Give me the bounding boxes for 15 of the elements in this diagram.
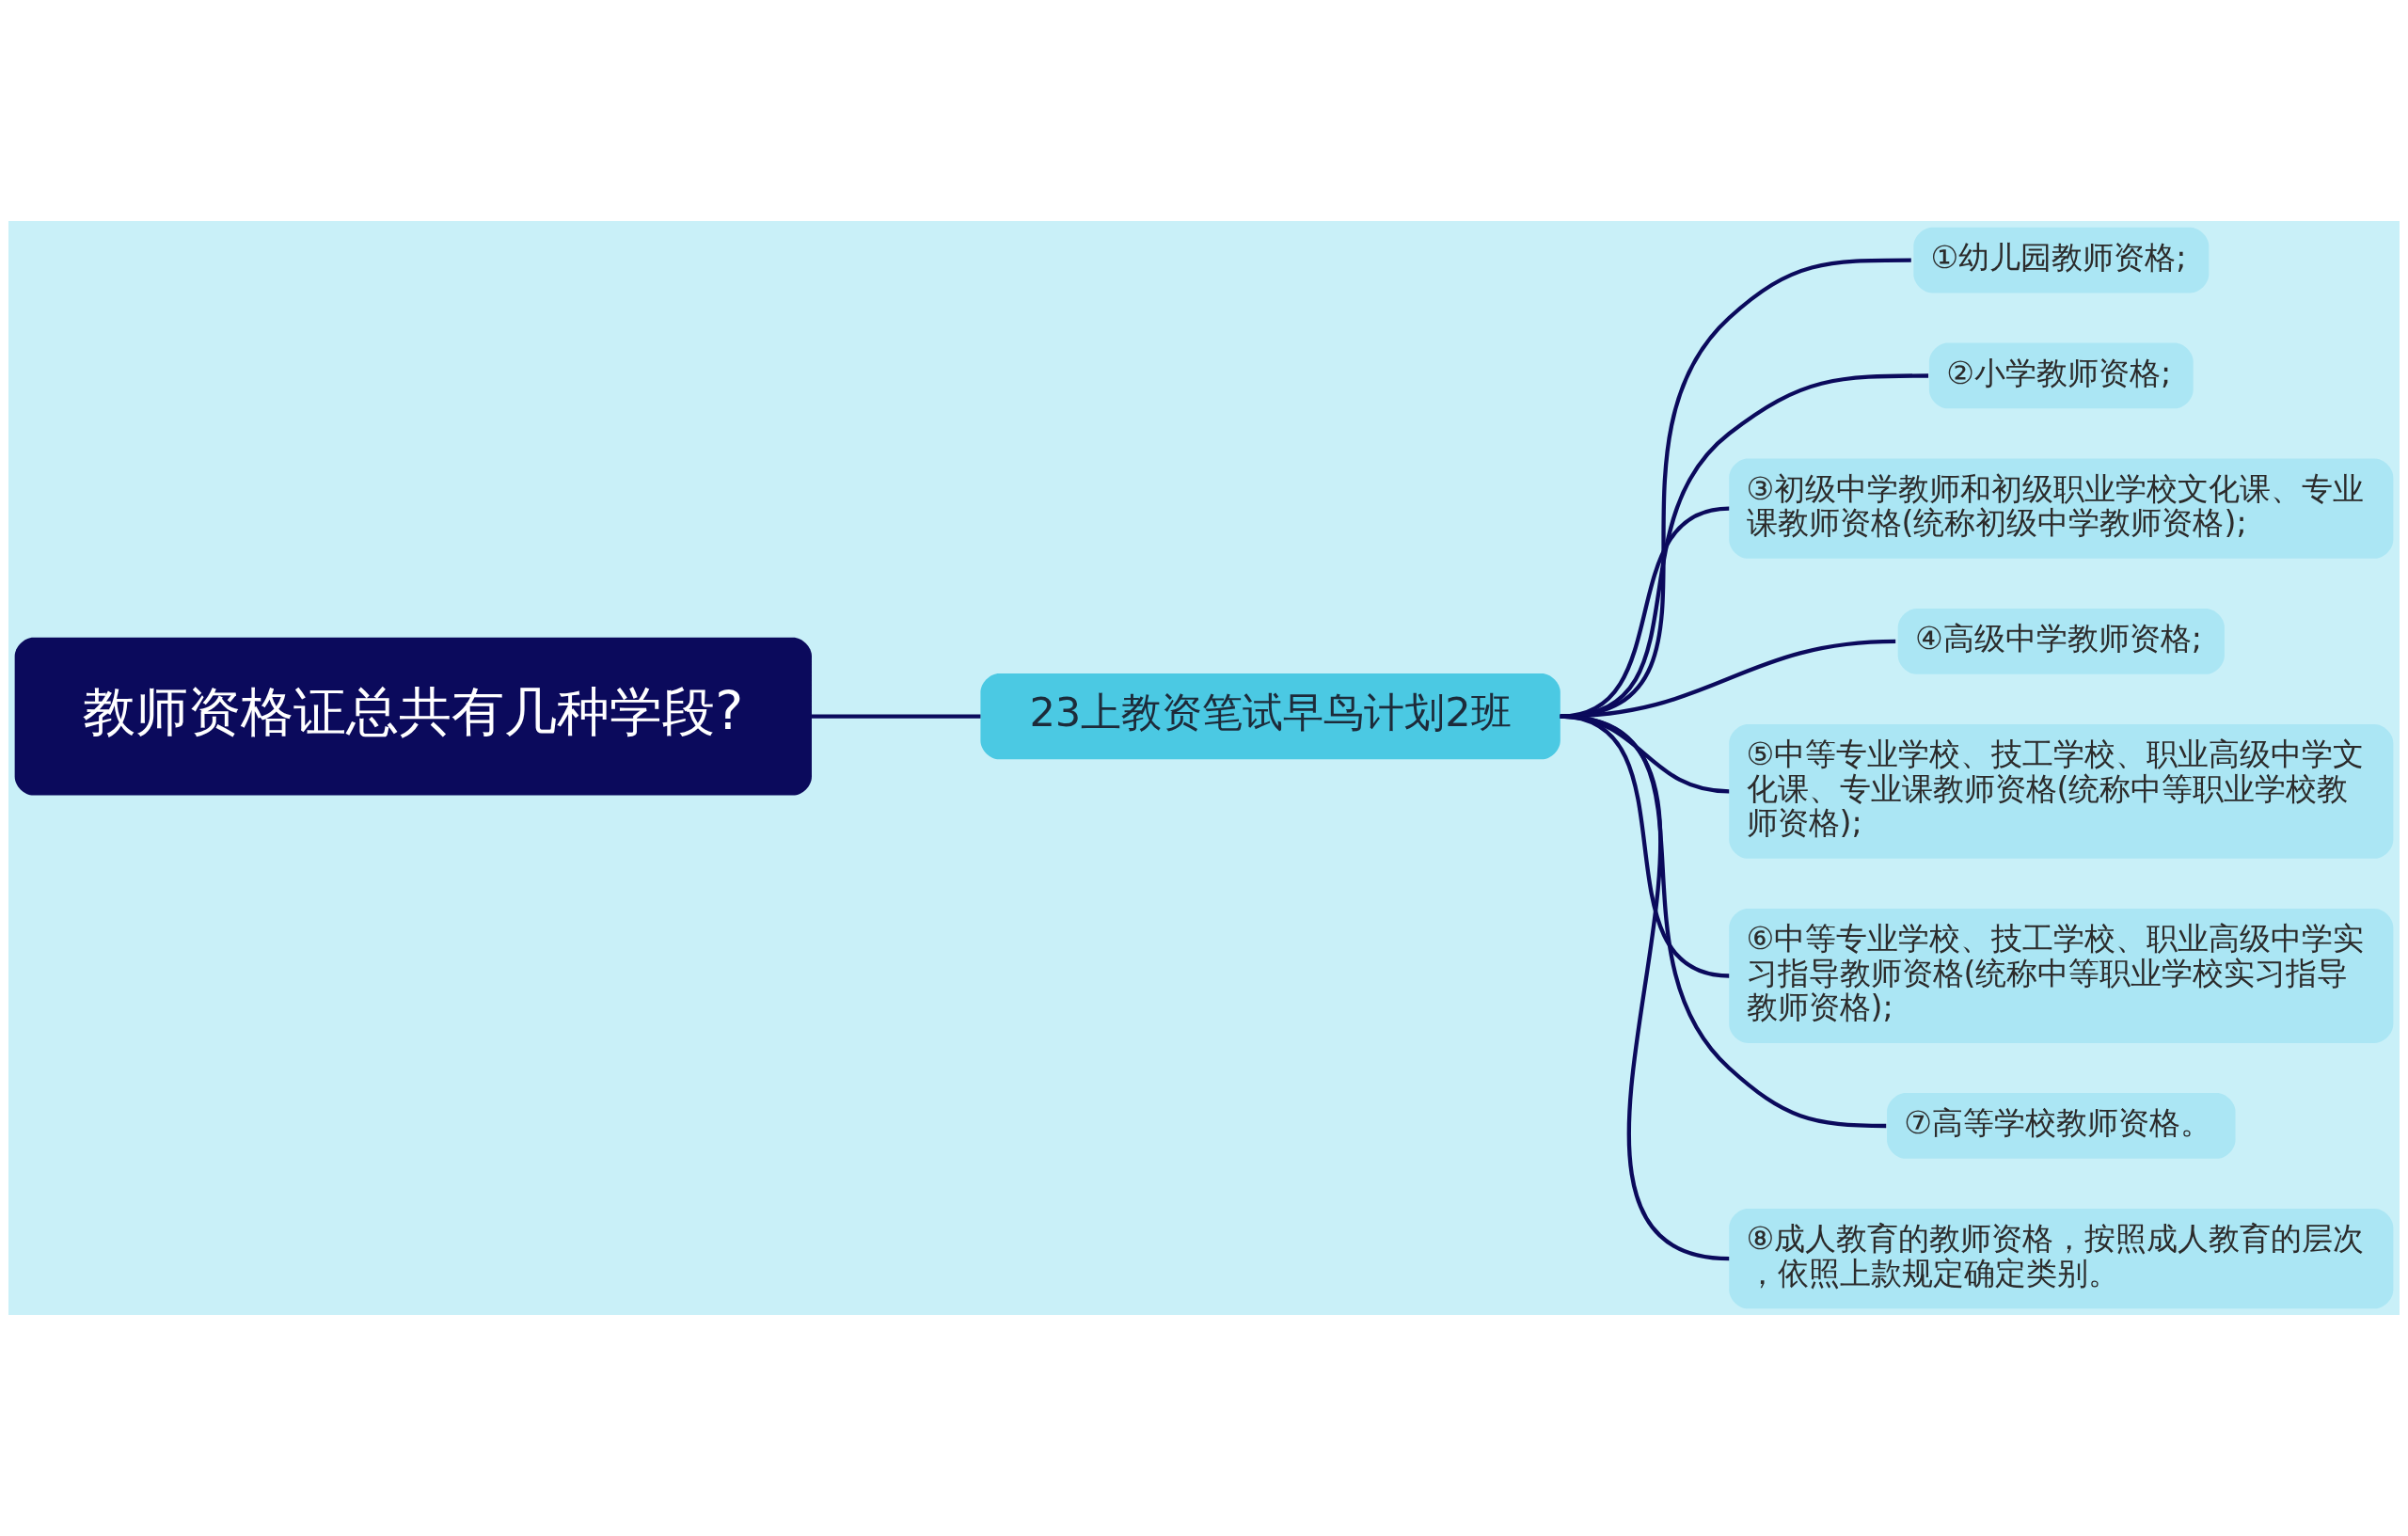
connector [1560,258,1911,719]
connector [1560,639,1896,719]
node-box: ⑤中等专业学校、技工学校、职业高级中学文化课、专业课教师资格(统称中等职业学校教师资格); [1729,724,2394,859]
connector [1560,373,1929,719]
node-box: ⑥中等专业学校、技工学校、职业高级中学实习指导教师资格(统称中等职业学校实习指导教师资格); [1729,909,2394,1043]
node-box: ⑦高等学校教师资格。 [1887,1093,2236,1159]
node-box: 教师资格证总共有几种学段? [14,637,812,796]
connector [1560,714,1730,1261]
node-box: ②小学教师资格; [1928,342,2194,409]
node-box: ③初级中学教师和初级职业学校文化课、专业课教师资格(统称初级中学教师资格); [1729,458,2394,559]
node-box: ④高级中学教师资格; [1897,609,2225,674]
connector [812,714,981,719]
node-box: ①幼儿园教师资格; [1913,227,2210,293]
node-box: 23上教资笔试早鸟计划2班 [980,673,1560,760]
node-box: ⑧成人教育的教师资格，按照成人教育的层次，依照上款规定确定类别。 [1729,1209,2394,1309]
